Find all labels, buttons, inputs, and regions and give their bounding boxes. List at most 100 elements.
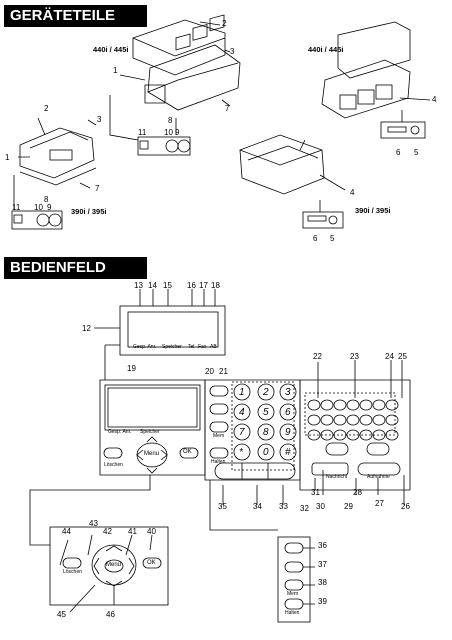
device-390i-back <box>239 134 325 195</box>
key-9[interactable]: 9 <box>285 427 291 438</box>
panel-label-nachricht: Nachricht <box>326 474 348 480</box>
side-label-halten: Halten <box>285 610 300 616</box>
key-0[interactable]: 0 <box>263 447 269 458</box>
callout-15: 15 <box>163 281 172 290</box>
callout-3: 3 <box>230 47 235 56</box>
connector-box-b <box>380 121 426 139</box>
callout-6a: 6 <box>396 148 401 157</box>
callout-19: 19 <box>127 364 136 373</box>
callout-6d: 6 <box>313 234 318 243</box>
callout-35: 35 <box>218 502 227 511</box>
connector-box-d <box>302 211 344 229</box>
callout-7c: 7 <box>95 184 100 193</box>
nav-inset <box>49 526 169 606</box>
callout-25: 25 <box>398 352 407 361</box>
panel-label-menu: Menu <box>144 451 160 457</box>
key-7[interactable]: 7 <box>239 427 245 438</box>
nav-label-loeschen: Löschen <box>63 569 82 575</box>
side-inset <box>277 536 311 623</box>
callout-16: 16 <box>187 281 196 290</box>
panel-label-loeschen: Löschen <box>104 462 123 468</box>
right-panel-outline <box>299 379 411 491</box>
callout-37: 37 <box>318 560 327 569</box>
key-3[interactable]: 3 <box>285 387 291 398</box>
connector-box-a <box>137 136 191 156</box>
callout-42: 42 <box>103 527 112 536</box>
callout-44: 44 <box>62 527 71 536</box>
key-8[interactable]: 8 <box>263 427 269 438</box>
inset-label-fax: Fax <box>198 344 207 350</box>
callout-33: 33 <box>279 502 288 511</box>
callout-18: 18 <box>211 281 220 290</box>
key-2[interactable]: 2 <box>263 387 269 398</box>
callout-8: 8 <box>168 116 173 125</box>
section-title-geraeteteile: GERÄTETEILE <box>4 5 147 27</box>
callout-46: 46 <box>106 610 115 619</box>
callout-20: 20 <box>205 367 214 376</box>
callout-28: 28 <box>353 488 362 497</box>
callout-10c: 10 <box>34 203 43 212</box>
callout-30: 30 <box>316 502 325 511</box>
callout-43: 43 <box>89 519 98 528</box>
nav-label-menu: Menu <box>106 562 122 568</box>
callout-2c: 2 <box>44 104 49 113</box>
panel-label-aufnahme: Aufnahme <box>367 474 390 480</box>
inset-label-gesp-anr: Gesp. Anr. <box>133 344 157 350</box>
inset-label-ab: AB <box>210 344 217 350</box>
callout-2: 2 <box>222 19 227 28</box>
callout-7: 7 <box>225 104 230 113</box>
device-440i-front <box>132 14 241 111</box>
section-title-bedienfeld: BEDIENFELD <box>4 257 147 279</box>
callout-32: 32 <box>300 504 309 513</box>
display-inset <box>119 305 226 356</box>
device-390i-front <box>19 127 97 186</box>
callout-10: 10 <box>164 128 173 137</box>
callout-5d: 5 <box>330 234 335 243</box>
panel-label-speicher: Speicher <box>140 429 160 435</box>
callout-34: 34 <box>253 502 262 511</box>
key-star[interactable]: * <box>239 447 243 458</box>
key-5[interactable]: 5 <box>263 407 269 418</box>
panel-label-mem: Mem <box>213 433 225 439</box>
callout-17: 17 <box>199 281 208 290</box>
callout-39: 39 <box>318 597 327 606</box>
callout-27: 27 <box>375 499 384 508</box>
callout-21: 21 <box>219 367 228 376</box>
one-touch-buttons <box>307 399 399 441</box>
callout-8c: 8 <box>44 195 49 204</box>
callout-13: 13 <box>134 281 143 290</box>
key-4[interactable]: 4 <box>239 407 245 418</box>
key-1[interactable]: 1 <box>239 387 245 398</box>
inset-label-tel: Tel <box>188 344 195 350</box>
callout-5a: 5 <box>414 148 419 157</box>
nav-label-ok: OK <box>147 560 156 566</box>
side-label-mem: Mem <box>287 591 299 597</box>
callout-11: 11 <box>138 128 147 137</box>
callout-38: 38 <box>318 578 327 587</box>
callout-45: 45 <box>57 610 66 619</box>
callout-3c: 3 <box>97 115 102 124</box>
callout-23: 23 <box>350 352 359 361</box>
panel-label-halten: Halten <box>211 459 226 465</box>
callout-14: 14 <box>148 281 157 290</box>
callout-9: 9 <box>175 128 180 137</box>
model-label-b: 440i / 445i <box>308 45 344 54</box>
device-440i-back <box>321 21 411 119</box>
callout-40: 40 <box>147 527 156 536</box>
model-label-a: 440i / 445i <box>93 45 129 54</box>
callout-1: 1 <box>113 66 118 75</box>
left-panel-outline <box>99 379 206 476</box>
callout-12: 12 <box>82 324 91 333</box>
callout-36: 36 <box>318 541 327 550</box>
panel-label-ok: OK <box>183 449 192 455</box>
callout-29: 29 <box>344 502 353 511</box>
callout-4d: 4 <box>350 188 355 197</box>
callout-4a: 4 <box>432 95 437 104</box>
callout-22: 22 <box>313 352 322 361</box>
callout-24: 24 <box>385 352 394 361</box>
connector-box-c <box>11 210 63 230</box>
key-hash[interactable]: # <box>285 447 291 458</box>
key-6[interactable]: 6 <box>285 407 291 418</box>
callout-41: 41 <box>128 527 137 536</box>
